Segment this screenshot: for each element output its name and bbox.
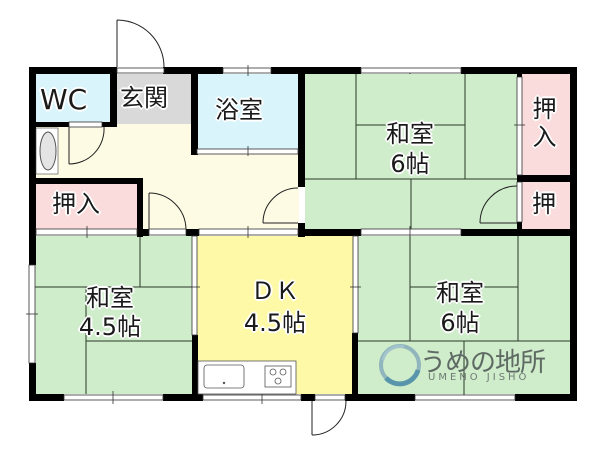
door-swings	[68, 19, 518, 436]
umeno-logo-icon	[379, 344, 421, 387]
watermark-english: UMENO JISHO	[428, 372, 530, 383]
kitchen-sink	[203, 364, 245, 389]
washitsu-top-right-name: 和室	[386, 120, 434, 148]
washitsu-top-right-size: 6帖	[390, 150, 430, 178]
genkan-fill	[116, 74, 192, 124]
washitsu-left-fill	[35, 236, 192, 394]
oshiire-right-fill	[522, 74, 570, 177]
sink-drain	[222, 381, 226, 385]
oshi-small-fill	[522, 182, 570, 229]
stove	[264, 365, 292, 388]
oshiire-right-label: 押入	[528, 96, 556, 152]
dk-name: ＤＫ	[251, 277, 299, 305]
windows	[26, 65, 525, 404]
oshiire-left-fill	[35, 182, 138, 229]
washitsu-bottom-right-size: 6帖	[440, 309, 480, 337]
oshiire-left-label: 押入	[52, 190, 100, 218]
watermark-logo: うめの地所 UMENO JISHO	[382, 340, 562, 390]
walls	[29, 67, 577, 401]
washitsu-left-name: 和室	[86, 284, 134, 312]
wc-label: WC	[40, 83, 88, 116]
wc-fill	[35, 74, 112, 124]
dk-size: 4.5帖	[243, 309, 307, 337]
watermark-japanese: うめの地所	[420, 348, 546, 378]
genkan-label: 玄関	[120, 84, 168, 112]
bath-label: 浴室	[215, 96, 263, 124]
washitsu-left-size: 4.5帖	[78, 313, 142, 341]
washbasin-bowl	[39, 131, 57, 171]
oshi-small-label: 押	[532, 190, 556, 218]
tatami-lines-left	[35, 236, 192, 394]
tatami-lines-bottom-right	[357, 236, 570, 400]
bath-fill	[197, 74, 299, 152]
washitsu-bottom-right-name: 和室	[436, 279, 484, 307]
stove-burners	[269, 368, 287, 385]
